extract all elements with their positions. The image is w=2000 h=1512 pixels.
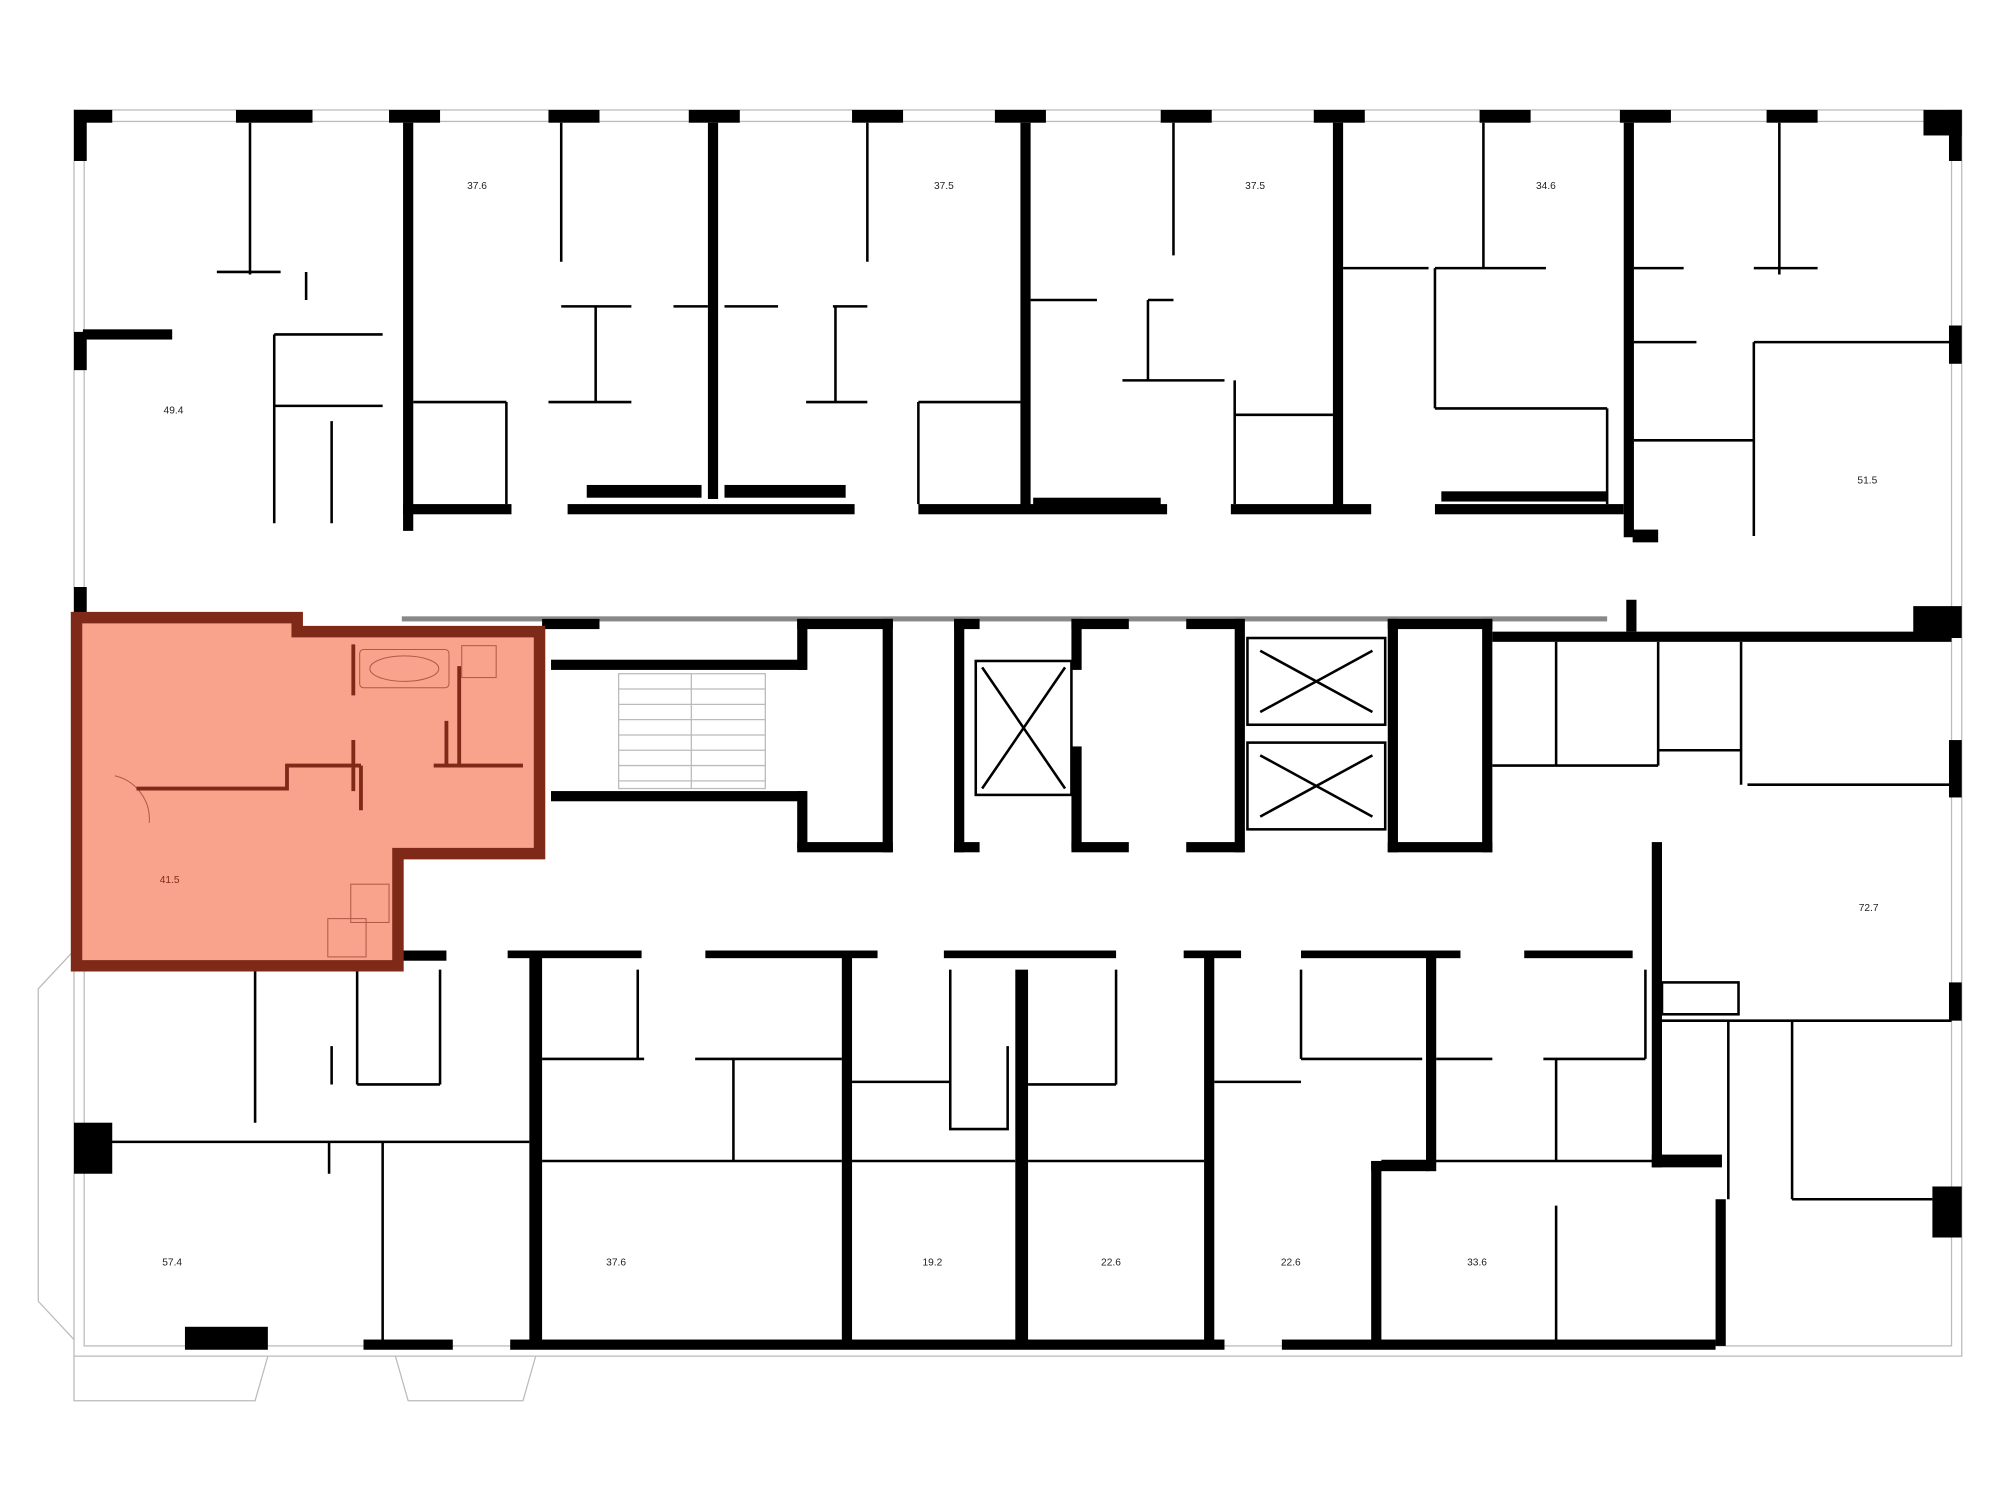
area-label: 51.5 [1857,476,1877,487]
area-label: 22.6 [1101,1258,1121,1269]
top-row-thin-walls [216,122,1952,536]
elevator-shafts [974,636,1387,831]
selected-area-label: 41.5 [160,875,180,886]
area-label: 72.7 [1859,903,1879,914]
selected-apartment[interactable] [70,611,546,972]
area-label: 37.5 [934,181,954,192]
stairs [617,673,766,790]
bottom-row-walls [363,950,1726,1350]
area-label: 57.4 [162,1258,182,1269]
top-row-walls [82,122,1659,543]
area-label: 34.6 [1536,181,1556,192]
area-label: 37.6 [467,181,487,192]
selected-apartment-fill[interactable] [70,611,546,972]
area-label: 37.5 [1245,181,1265,192]
selected-apartment-fixtures [114,645,497,958]
area-label: 22.6 [1281,1258,1301,1269]
selected-apartment-walls [136,644,523,811]
top-facade-walls [73,109,1962,1350]
area-label: 33.6 [1467,1258,1487,1269]
area-label: 49.4 [164,406,184,417]
bottom-row-thin-walls [542,969,1659,1346]
bay-window-outline [37,950,537,1402]
area-labels: 37.6 37.5 37.5 34.6 49.4 51.5 41.5 72.7 … [160,181,1879,1269]
area-label: 19.2 [922,1258,942,1269]
area-label: 37.6 [606,1258,626,1269]
core-walls [401,599,1952,1168]
left-walls [84,949,530,1346]
right-walls [1492,641,1952,1201]
